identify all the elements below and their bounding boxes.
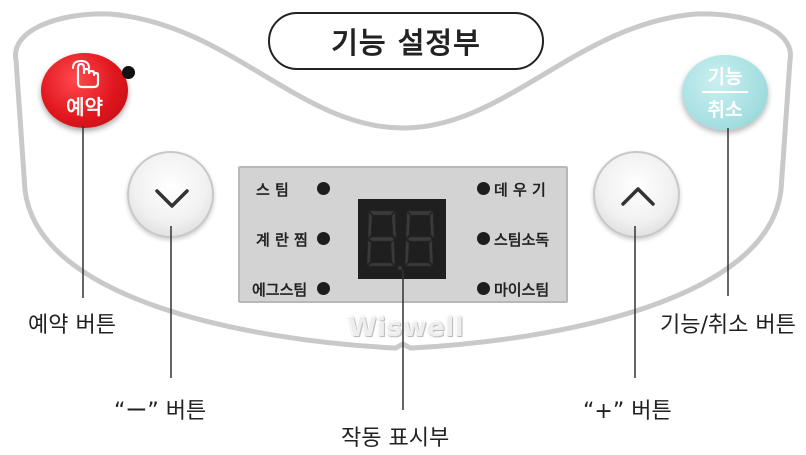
reserve-indicator-dot [122,66,135,79]
chevron-up-icon [621,187,655,206]
label-function-cancel-button: 기능/취소 버튼 [660,313,796,338]
minus-button[interactable] [127,151,214,238]
function-cancel-button[interactable]: 기능 취소 [682,55,768,130]
function-cancel-divider [702,91,748,93]
led-indicator-icon [317,232,330,245]
mode-label-egg-custard: 계 란 찜 [256,231,308,249]
label-operation-display: 작동 표시부 [341,426,450,451]
led-indicator-icon [317,182,330,195]
mode-label-egg-steam: 에그스팀 [252,281,308,299]
mode-label-steam-sterilize: 스팀소독 [494,231,550,249]
label-reserve-button: 예약 버튼 [28,313,116,338]
reserve-button[interactable]: 예약 [41,53,128,128]
label-minus-button: “ー” 버튼 [114,399,207,424]
chevron-down-icon [155,189,189,208]
mode-label-reheat: 데 우 기 [494,181,546,199]
plus-button[interactable] [593,151,680,238]
seven-segment-display [358,199,446,279]
mode-label-steam: 스 팀 [256,181,289,199]
mode-label-my-steam: 마이스팀 [494,281,550,299]
hand-pointer-icon [72,59,100,89]
led-indicator-icon [477,282,490,295]
led-indicator-icon [477,232,490,245]
digits-readout [366,210,435,270]
label-plus-button: “+” 버튼 [583,399,672,424]
section-title: 기능 설정부 [268,12,544,70]
led-indicator-icon [317,282,330,295]
cancel-label: 취소 [707,99,743,121]
function-label: 기능 [707,66,743,88]
led-indicator-icon [477,182,490,195]
brand-logo: Wiswell [348,313,465,343]
reserve-button-label: 예약 [66,95,103,119]
